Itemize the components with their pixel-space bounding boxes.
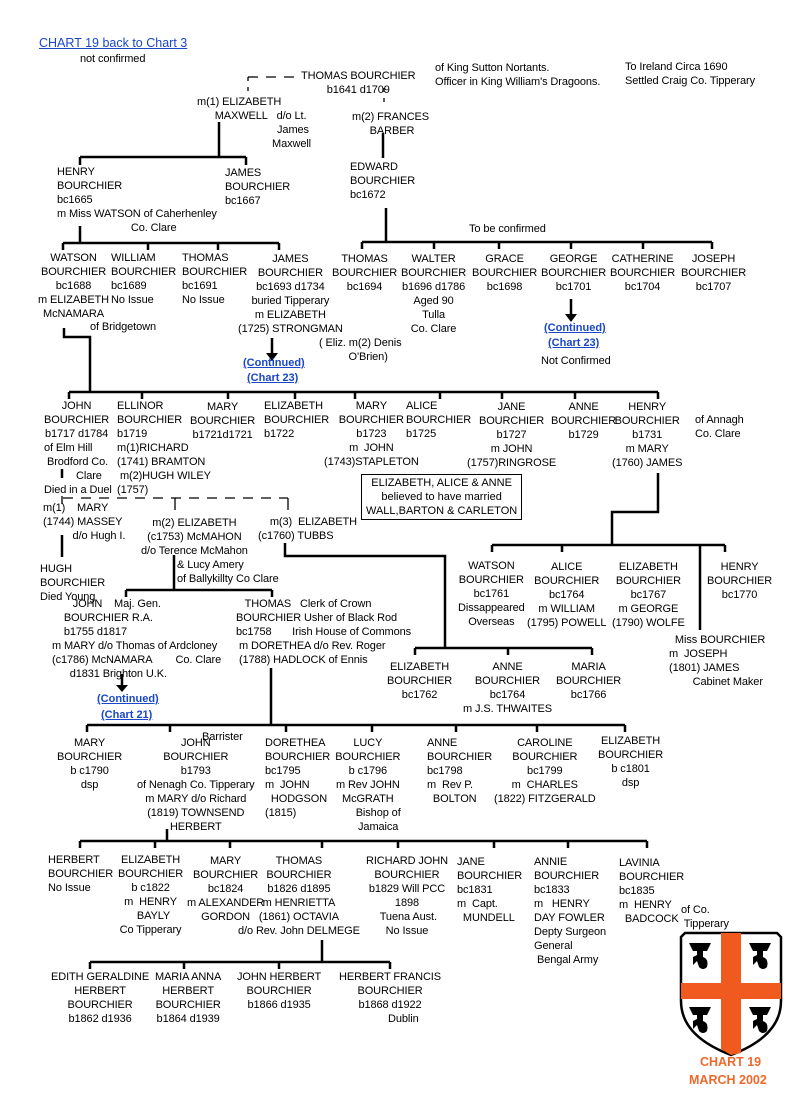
person-john-1755: JOHN Maj. Gen. BOURCHIER R.A. b1755 d181… bbox=[52, 598, 222, 680]
person-herbert-francis-1868: HERBERT FRANCIS BOURCHIER b1868 d1922 Du… bbox=[339, 971, 442, 1025]
person-john-1717: JOHN BOURCHIER b1717 d1784 bbox=[44, 400, 110, 440]
person-annie-1833: ANNIE BOURCHIER bc1833 m HENRY DAY FOWLE… bbox=[534, 856, 607, 966]
person-william-1689: WILLIAM BOURCHIER bc1689 No Issue bbox=[111, 252, 177, 306]
person-henry-1731: HENRY BOURCHIER b1731 m MARY (1760) JAME… bbox=[612, 401, 683, 469]
person-thomas-1641: THOMAS BOURCHIER b1641 d1709 bbox=[301, 70, 416, 96]
maxwell-parent-note: d/o Lt. James Maxwell bbox=[272, 110, 312, 150]
spouse-elizabeth-maxwell: m(1) ELIZABETH MAXWELL bbox=[197, 96, 282, 122]
person-henry-1770: HENRY BOURCHIER bc1770 bbox=[707, 561, 773, 601]
person-alice-1725: ALICE BOURCHIER b1725 bbox=[406, 400, 472, 440]
person-caroline-1799: CAROLINE BOURCHIER bc1799 m CHARLES (182… bbox=[494, 737, 596, 805]
person-alice-1764: ALICE BOURCHIER bc1764 m WILLIAM (1795) … bbox=[527, 561, 607, 629]
person-anne-1798: ANNE BOURCHIER bc1798 m Rev P. BOLTON bbox=[427, 737, 493, 805]
person-catherine-1704: CATHERINE BOURCHIER bc1704 bbox=[610, 253, 676, 293]
mcmahon-parents-note: & Lucy Amery of Ballykillty Co Clare bbox=[177, 559, 279, 585]
not-confirmed-note: Not Confirmed bbox=[541, 355, 611, 367]
person-elizabeth-1767: ELIZABETH BOURCHIER bc1767 m GEORGE (179… bbox=[612, 561, 685, 629]
person-thomas-1691: THOMAS BOURCHIER bc1691 No Issue bbox=[182, 252, 248, 306]
person-maria-1766: MARIA BOURCHIER bc1766 bbox=[556, 661, 622, 701]
coat-of-arms-shield-icon bbox=[679, 931, 783, 1057]
person-elizabeth-1762: ELIZABETH BOURCHIER bc1762 bbox=[387, 661, 453, 701]
to-be-confirmed-note: To be confirmed bbox=[469, 223, 546, 235]
chart-23-link[interactable]: (Chart 23) bbox=[548, 337, 600, 349]
spouse-mary-massey: m(1) MARY (1744) MASSEY d/o Hugh I. bbox=[43, 502, 126, 542]
arrow-icon bbox=[266, 338, 278, 361]
person-henry-1665: HENRY BOURCHIER bc1665 bbox=[57, 166, 123, 206]
person-lucy-1796: LUCY BOURCHIER b c1796 m Rev JOHN McGRAT… bbox=[335, 737, 401, 833]
continued-link[interactable]: (Continued) bbox=[97, 693, 159, 705]
person-herbert: HERBERT BOURCHIER No Issue bbox=[48, 854, 114, 894]
john-1717-details: of Elm Hill Brodford Co. Died in a Duel bbox=[44, 442, 112, 496]
continued-link[interactable]: (Continued) bbox=[243, 357, 305, 369]
chart-date-label: MARCH 2002 bbox=[689, 1073, 767, 1087]
married-note-box: ELIZABETH, ALICE & ANNE believed to have… bbox=[361, 474, 523, 520]
person-ellinor-1719: ELLINOR BOURCHIER b1719 m(1)RICHARD (174… bbox=[117, 400, 211, 496]
person-hugh: HUGH BOURCHIER Died Young bbox=[40, 563, 106, 603]
person-edward-1672: EDWARD BOURCHIER bc1672 bbox=[350, 161, 416, 201]
john-1717-clare: Clare bbox=[76, 470, 102, 482]
person-james-1667: JAMES BOURCHIER bc1667 bbox=[225, 167, 291, 207]
eliz-remarriage-note: ( Eliz. m(2) Denis O'Brien) bbox=[319, 337, 402, 363]
person-james-1693: JAMES BOURCHIER bc1693 d1734 buried Tipp… bbox=[238, 253, 343, 335]
person-anne-1729: ANNE BOURCHIER b1729 bbox=[551, 401, 617, 441]
person-john-1793: JOHN BOURCHIER b1793 of Nenagh Co. Tippe… bbox=[137, 737, 255, 833]
back-to-chart-3-link[interactable]: CHART 19 back to Chart 3 bbox=[39, 36, 188, 50]
person-watson-1688: WATSON BOURCHIER bc1688 m ELIZABETH McNA… bbox=[38, 252, 110, 320]
person-grace-1698: GRACE BOURCHIER bc1698 bbox=[472, 253, 538, 293]
person-joseph-1707: JOSEPH BOURCHIER bc1707 bbox=[681, 253, 747, 293]
of-co-tipperary-note: of Co. Tipperary bbox=[681, 904, 729, 930]
person-elizabeth-1801: ELIZABETH BOURCHIER b c1801 dsp bbox=[598, 735, 664, 789]
person-thomas-1694: THOMAS BOURCHIER bc1694 bbox=[332, 253, 398, 293]
henry-1665-marriage: m Miss WATSON of Caherhenley Co. Clare bbox=[57, 208, 217, 234]
king-sutton-note: of King Sutton Nortants. Officer in King… bbox=[435, 62, 601, 88]
person-elizabeth-1722: ELIZABETH BOURCHIER b1722 bbox=[264, 400, 330, 440]
spouse-frances-barber: m(2) FRANCES BARBER bbox=[352, 111, 430, 137]
person-watson-1761: WATSON BOURCHIER bc1761 Dissappeared Ove… bbox=[458, 560, 525, 628]
chart-21-link[interactable]: (Chart 21) bbox=[101, 709, 153, 721]
person-mary-1723: MARY BOURCHIER b1723 m JOHN (1743)STAPLE… bbox=[324, 400, 419, 468]
of-annagh-note: of Annagh Co. Clare bbox=[695, 414, 744, 440]
person-jane-1727: JANE BOURCHIER b1727 m JOHN (1757)RINGRO… bbox=[467, 401, 557, 469]
not-confirmed-note: not confirmed bbox=[80, 53, 146, 65]
person-miss-bourchier: Miss BOURCHIER m JOSEPH (1801) JAMES Cab… bbox=[669, 634, 766, 688]
person-thomas-1826: THOMAS BOURCHIER b1826 d1895 m HENRIETTA… bbox=[238, 855, 360, 937]
person-jane-1831: JANE BOURCHIER bc1831 m Capt. MUNDELL bbox=[457, 856, 523, 924]
person-mary-1824: MARY BOURCHIER bc1824 m ALEXANDER GORDON bbox=[187, 855, 265, 923]
person-mary-1790: MARY BOURCHIER b c1790 dsp bbox=[57, 737, 123, 791]
person-thomas-1758: THOMAS Clerk of Crown BOURCHIER Usher of… bbox=[236, 598, 412, 666]
person-maria-anna-1864: MARIA ANNA HERBERT BOURCHIER b1864 d1939 bbox=[155, 971, 222, 1025]
person-walter-1696: WALTER BOURCHIER b1696 d1786 Aged 90 Tul… bbox=[401, 253, 467, 335]
person-george-1701: GEORGE BOURCHIER bc1701 bbox=[541, 253, 607, 293]
continued-link[interactable]: (Continued) bbox=[544, 322, 606, 334]
person-dorethea-1795: DORETHEA BOURCHIER bc1795 m JOHN HODGSON… bbox=[265, 737, 331, 819]
of-bridgetown-note: of Bridgetown bbox=[90, 321, 156, 333]
person-mary-1721: MARY BOURCHIER b1721d1721 bbox=[190, 401, 256, 441]
person-edith-1862: EDITH GERALDINE HERBERT BOURCHIER b1862 … bbox=[51, 971, 150, 1025]
arrow-icon bbox=[116, 674, 128, 692]
spouse-elizabeth-mcmahon: m(2) ELIZABETH (c1753) McMAHON d/o Teren… bbox=[141, 517, 248, 557]
barrister-note: Barrister bbox=[202, 731, 243, 743]
chart-23-link[interactable]: (Chart 23) bbox=[247, 372, 299, 384]
spouse-elizabeth-tubbs: m(3) ELIZABETH (c1760) TUBBS bbox=[258, 516, 357, 542]
person-lavinia-1835: LAVINIA BOURCHIER bc1835 m HENRY BADCOCK bbox=[619, 857, 685, 925]
ireland-note: To Ireland Circa 1690 Settled Craig Co. … bbox=[625, 61, 755, 87]
person-elizabeth-1822: ELIZABETH BOURCHIER b c1822 m HENRY BAYL… bbox=[118, 854, 184, 936]
person-john-herbert-1866: JOHN HERBERT BOURCHIER b1866 d1935 bbox=[237, 971, 322, 1011]
person-anne-1764: ANNE BOURCHIER bc1764 m J.S. THWAITES bbox=[463, 661, 552, 715]
arrow-icon bbox=[565, 299, 577, 322]
person-richard-john-1829: RICHARD JOHN BOURCHIER b1829 Will PCC 18… bbox=[366, 855, 448, 937]
chart-number-label: CHART 19 bbox=[700, 1055, 762, 1069]
